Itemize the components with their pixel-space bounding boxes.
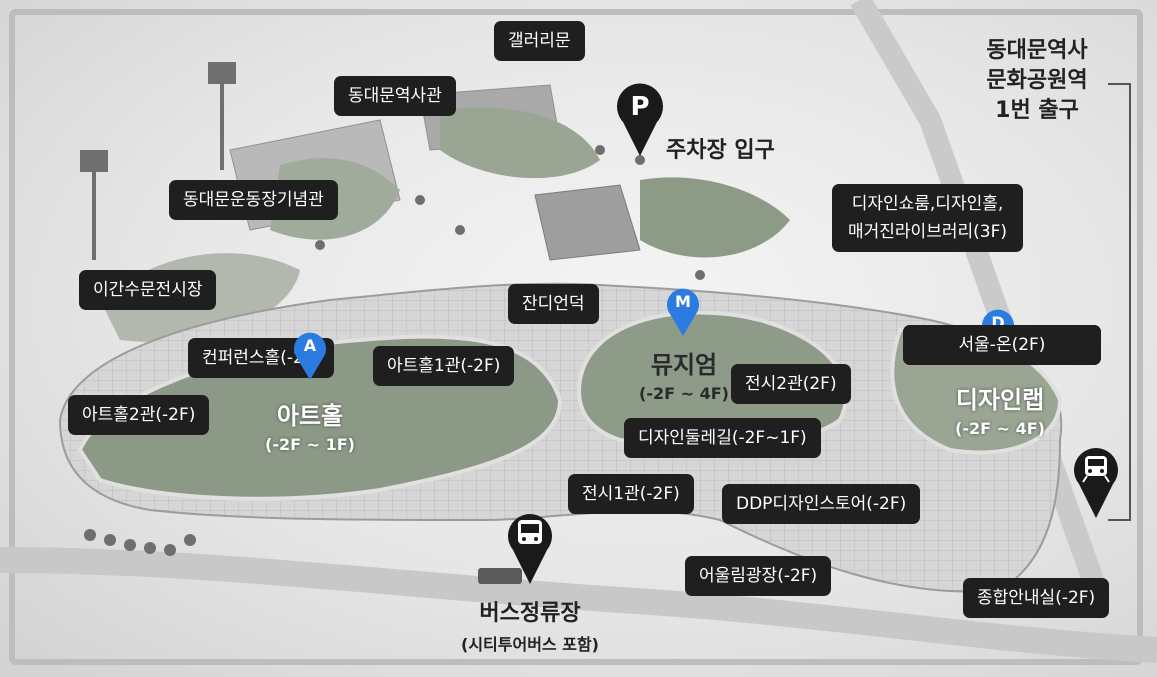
label-info-center[interactable]: 종합안내실(-2F) xyxy=(963,578,1110,618)
label-arthall2[interactable]: 아트홀2관(-2F) xyxy=(68,395,210,435)
label-jandi-hill[interactable]: 잔디언덕 xyxy=(508,284,599,324)
label-design-trail[interactable]: 디자인둘레길(-2F~1F) xyxy=(624,418,821,458)
subway-exit-line3: 1번 출구 xyxy=(995,98,1079,123)
label-showroom-line1: 디자인쇼룸,디자인홀, xyxy=(851,194,1004,214)
area-design-lab-name: 디자인랩 xyxy=(955,386,1045,414)
arthall-pin-symbol: A xyxy=(304,336,317,355)
label-history-hall[interactable]: 동대문역사관 xyxy=(334,76,456,116)
label-eoullim[interactable]: 어울림광장(-2F) xyxy=(685,556,832,596)
parking-icon[interactable]: P xyxy=(615,80,665,158)
label-market[interactable]: 이간수문전시장 xyxy=(79,270,217,310)
area-museum-floors: (-2F ~ 4F) xyxy=(639,384,729,403)
label-showroom-line2: 매거진라이브러리(3F) xyxy=(848,222,1007,242)
label-stadium-memorial[interactable]: 동대문운동장기념관 xyxy=(169,180,338,220)
subway-exit-line2: 문화공원역 xyxy=(986,68,1088,93)
area-museum-name: 뮤지엄 xyxy=(650,351,718,379)
bus-stop-label[interactable]: 버스정류장 (시티투어버스 포함) xyxy=(425,595,635,655)
area-art-hall: 아트홀 (-2F ~ 1F) xyxy=(245,396,375,454)
area-design-lab: 디자인랩 (-2F ~ 4F) xyxy=(925,380,1075,438)
parking-entrance-label[interactable]: 주차장 입구 xyxy=(666,138,775,163)
subway-icon[interactable] xyxy=(1072,444,1120,520)
label-exhibition2[interactable]: 전시2관(2F) xyxy=(731,364,851,404)
label-gallery-gate[interactable]: 갤러리문 xyxy=(494,21,585,61)
area-art-hall-name: 아트홀 xyxy=(276,402,344,430)
label-showroom[interactable]: 디자인쇼룸,디자인홀, 매거진라이브러리(3F) xyxy=(832,184,1023,252)
label-seoul-on-front[interactable]: 서울-온(2F) xyxy=(903,325,1101,365)
area-museum: 뮤지엄 (-2F ~ 4F) xyxy=(614,345,754,403)
arthall-pin-icon[interactable]: A xyxy=(292,328,328,382)
museum-pin-icon[interactable]: M xyxy=(665,284,701,338)
area-art-hall-floors: (-2F ~ 1F) xyxy=(265,435,355,454)
bus-stop-title: 버스정류장 xyxy=(479,601,581,626)
museum-pin-symbol: M xyxy=(675,292,691,311)
area-design-lab-floors: (-2F ~ 4F) xyxy=(955,419,1045,438)
bus-stop-sub: (시티투어버스 포함) xyxy=(461,635,599,654)
label-exhibition1[interactable]: 전시1관(-2F) xyxy=(568,474,694,514)
subway-exit-label[interactable]: 동대문역사 문화공원역 1번 출구 xyxy=(962,36,1112,126)
parking-symbol: P xyxy=(630,92,649,122)
subway-exit-line1: 동대문역사 xyxy=(986,38,1088,63)
label-arthall1[interactable]: 아트홀1관(-2F) xyxy=(373,346,515,386)
label-ddp-store[interactable]: DDP디자인스토어(-2F) xyxy=(722,484,921,524)
bus-icon[interactable] xyxy=(506,510,554,586)
